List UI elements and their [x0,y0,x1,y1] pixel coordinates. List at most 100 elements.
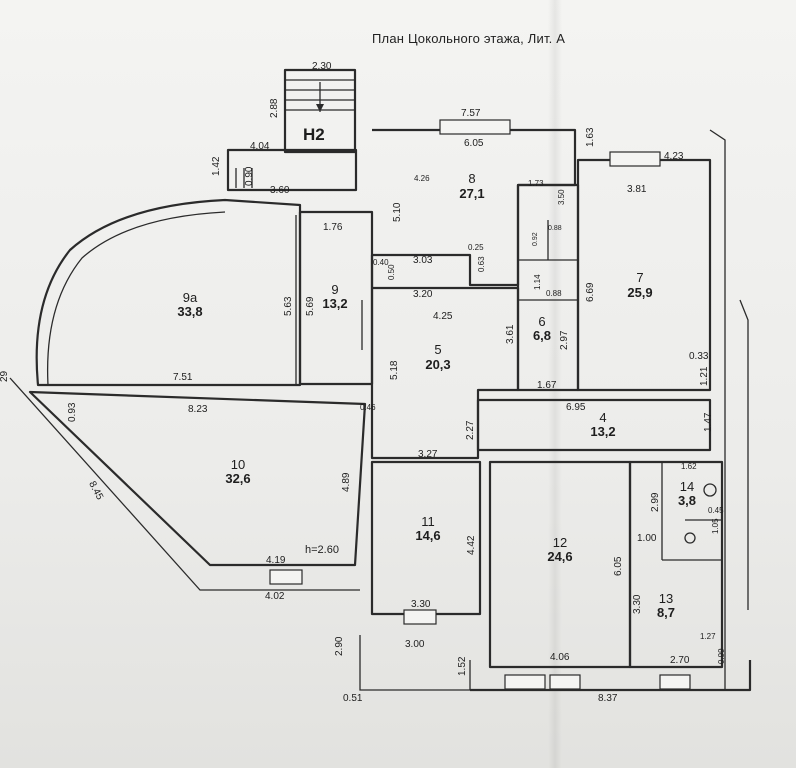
dim-label: 4.02 [265,591,285,602]
bottom-outer-wall [470,660,752,692]
right-outer-wall [709,129,749,690]
dim-label: 0.63 [477,256,486,272]
room-8-number: 8 [468,171,476,186]
dim-label: 3.60 [270,185,290,196]
dim-label: 2.97 [559,330,570,350]
plan-title: План Цокольного этажа, Лит. А [372,31,566,46]
dim-label: 1.42 [211,156,222,176]
dim-label: 1.27 [700,632,716,641]
dim-label: 3.03 [413,255,433,266]
dim-label: 5.18 [389,360,400,380]
room-10-walls [9,377,367,591]
dim-label: 5.63 [283,296,294,316]
dim-label: 0.88 [546,289,562,298]
dim-label: 6.95 [566,402,586,413]
dim-label: 0.99 [717,648,726,664]
room-10-number: 10 [230,457,246,472]
room-11-number: 11 [421,514,435,529]
room-12-area: 24,6 [547,549,573,564]
room-9-area: 13,2 [322,296,348,311]
dim-label: 2.30 [312,61,332,72]
dim-label: 3.20 [413,289,433,300]
dim-label: 8.23 [188,404,208,415]
dim-label: 3.27 [418,449,438,460]
dim-label: 0.88 [548,225,562,232]
dim-label: 0.90 [244,166,255,186]
dim-label: 4.04 [250,141,270,152]
room-14-number: 14 [679,479,695,494]
dim-label: 3.00 [405,639,425,650]
dim-label: 0.40 [373,258,389,267]
dim-label: 7.57 [461,108,481,119]
dim-label: 5.10 [392,202,403,222]
dim-label: 0.92 [532,232,539,246]
dim-label: 2.27 [465,420,476,440]
room-13-number: 13 [658,591,674,606]
room-9a-area: 33,8 [177,304,203,319]
dim-label: 6.05 [613,556,624,576]
room-12-number: 12 [552,535,568,550]
dim-label: 0.45 [708,506,724,515]
room-10-area: 32,6 [225,471,251,486]
dim-label: 4.42 [466,535,477,555]
dim-label: 4.25 [433,311,453,322]
room-6-number: 6 [538,314,546,329]
dim-label: 7.51 [173,372,193,383]
dim-label: 2.88 [269,98,280,118]
room-11-walls [359,460,482,691]
dim-label: 0.33 [689,351,709,362]
dim-label: 1.63 [585,127,596,147]
dim-label: 1.67 [537,380,557,391]
room-14-area: 3,8 [677,493,697,508]
dim-label: 1.14 [533,274,542,290]
dim-label: 2.99 [650,492,661,512]
dim-label: 3.30 [411,599,431,610]
dim-label: 4.89 [341,472,352,492]
room-9a-number: 9а [182,290,198,305]
dim-label: 6.05 [464,138,484,149]
room-4-number: 4 [599,410,607,425]
dim-label: 1.73 [528,179,544,188]
dim-label: 0.50 [387,264,396,280]
dim-label: 3.81 [627,184,647,195]
room-6-area: 6,8 [532,328,552,343]
dim-label: 1.52 [457,656,468,676]
dim-label: 4.26 [414,174,430,183]
room-5-area: 20,3 [425,357,451,372]
room-7-number: 7 [636,270,644,285]
room-12-walls [488,460,632,669]
dim-label: 2.70 [670,655,690,666]
room-11-area: 14,6 [415,528,441,543]
room-5-number: 5 [434,342,442,357]
room-7-area: 25,9 [627,285,653,300]
room-13-area: 8,7 [656,605,676,620]
paper-fold [548,0,562,768]
dim-label: 1.47 [703,412,714,432]
dim-label: 29 [0,370,10,382]
dim-label: 5.69 [305,296,316,316]
stair-h2 [283,68,357,154]
dim-label: 3.30 [632,594,643,614]
dim-label: 8.37 [598,693,618,704]
dim-label: 3.61 [505,324,516,344]
dim-label: 0.46 [360,403,376,412]
room-9-number: 9 [331,282,339,297]
room-9a-walls [35,198,302,387]
ceiling-height: h=2.60 [305,544,339,556]
dim-label: 1.21 [699,366,710,386]
dim-label: 0.51 [343,693,363,704]
dim-label: 0.25 [468,243,484,252]
dim-label: 1.62 [681,462,697,471]
dim-label: 2.90 [334,636,345,656]
room-6-walls [516,183,580,392]
dim-label: 0.93 [67,402,78,422]
dim-label: 1.00 [637,533,657,544]
room-7-walls [576,151,712,392]
dim-label: 1.76 [323,222,343,233]
dim-label: 4.23 [664,151,684,162]
room-4-area: 13,2 [590,424,616,439]
dim-label: 4.19 [266,555,286,566]
stair-label: Н2 [303,125,325,144]
dim-label: 6.69 [585,282,596,302]
dim-label: 4.06 [550,652,570,663]
